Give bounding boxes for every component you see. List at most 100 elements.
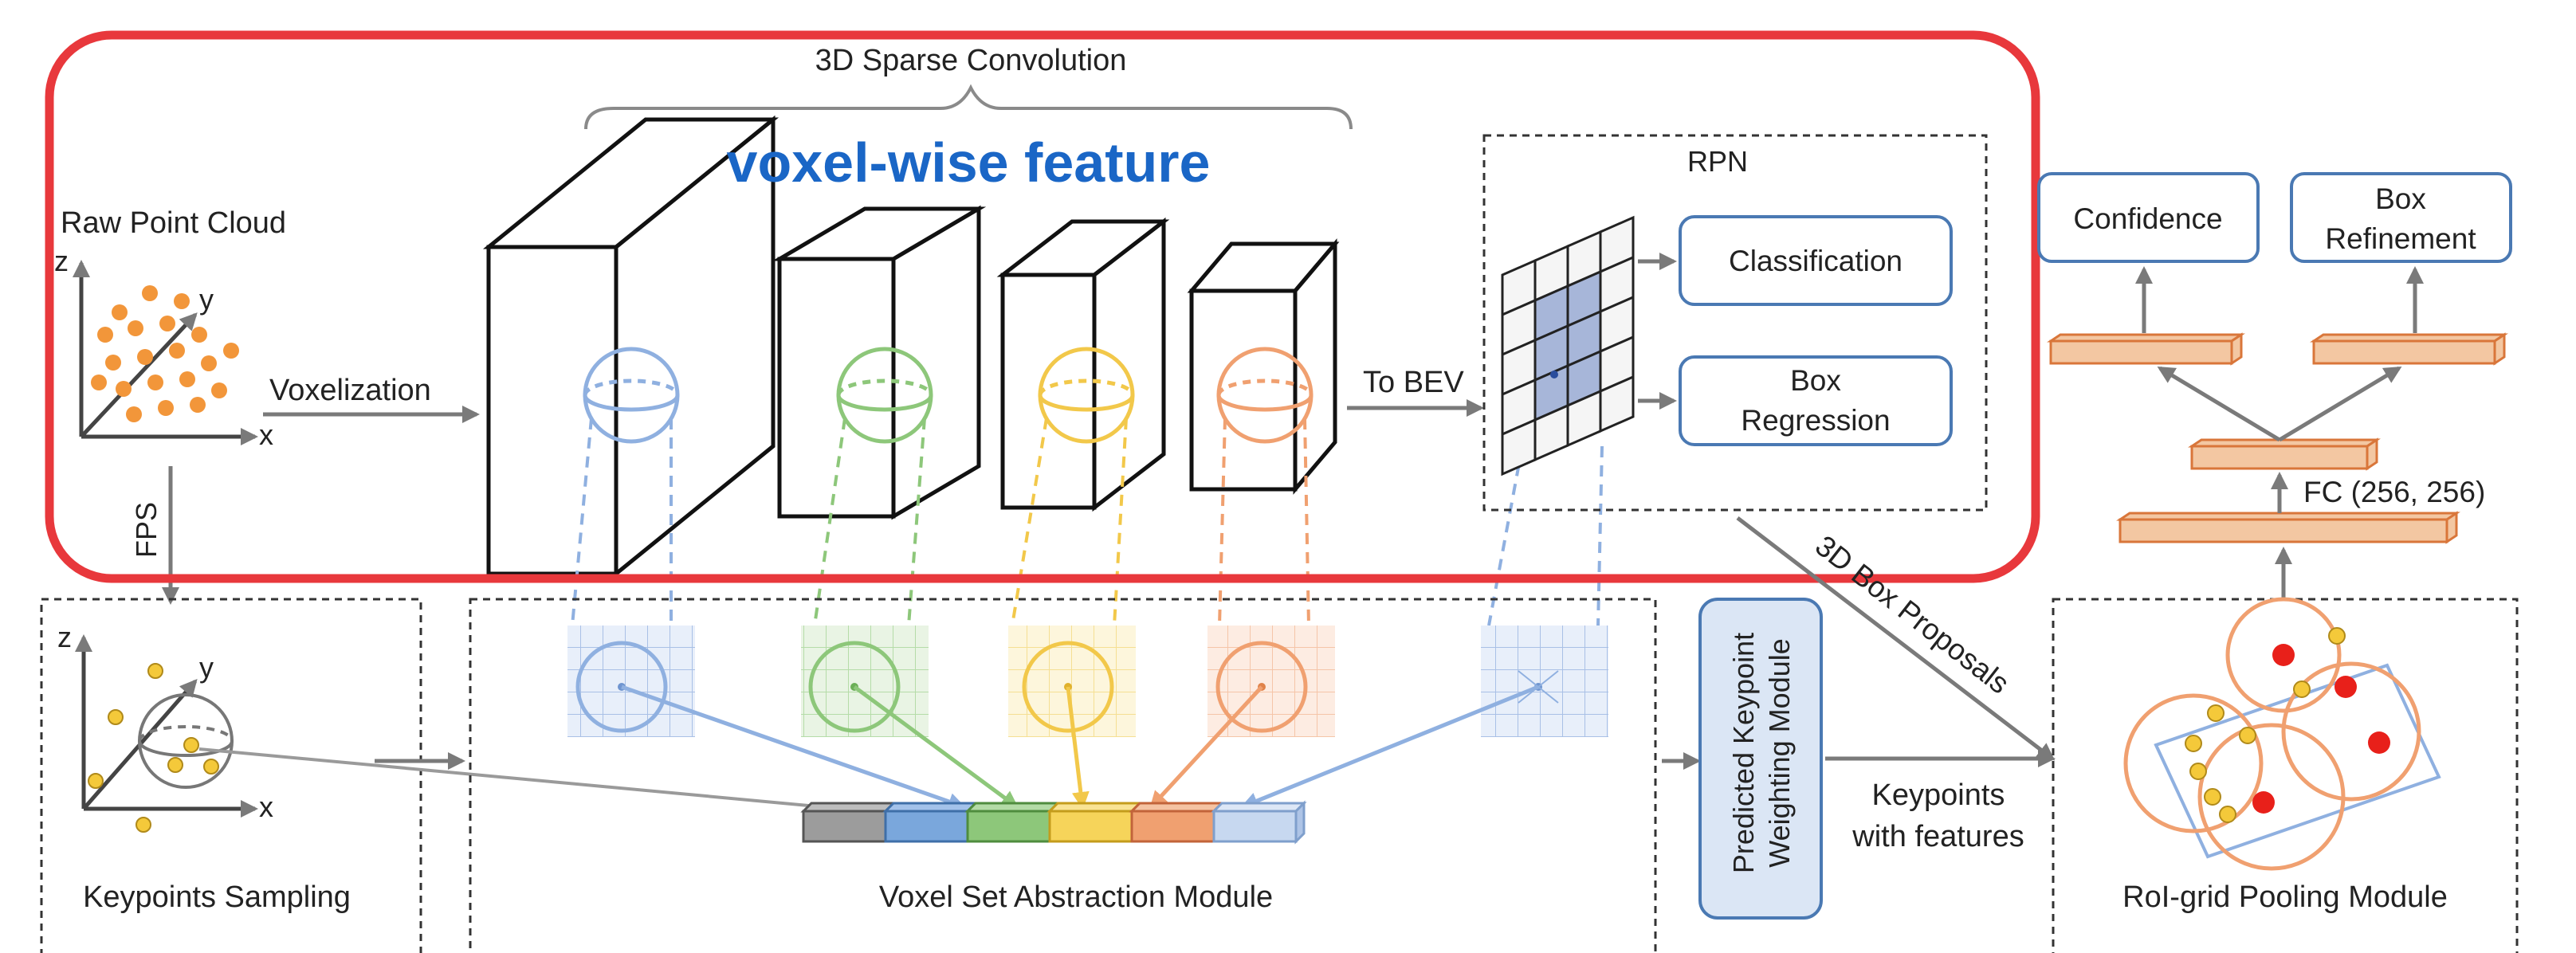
fc-layer-refinement [2310, 332, 2508, 366]
pkw-label-line2: Weighting Module [1763, 638, 1796, 868]
raw-point-cloud-axes [73, 260, 258, 445]
raw-point [159, 316, 175, 331]
raw-point [201, 355, 217, 371]
vsa-feature-arrows [621, 684, 1539, 810]
feature-segment-green [964, 802, 1061, 843]
keypoint [147, 663, 163, 679]
proposals-arrow [1736, 516, 2056, 761]
voxel-sphere-orange [1216, 347, 1314, 444]
bev-cell [1599, 375, 1635, 433]
raw-point [190, 397, 206, 413]
keypoint [183, 737, 199, 753]
fc-layer-shared-1 [2116, 511, 2460, 544]
classification-label: Classification [1729, 245, 1903, 277]
raw-point [191, 327, 207, 343]
raw-point [223, 343, 239, 359]
keypoint [108, 709, 124, 725]
box-regression-label-line1: Box [1790, 364, 1841, 397]
raw-axis-x: x [259, 418, 273, 451]
bev-center-point [1550, 371, 1558, 378]
confidence-box [2037, 172, 2260, 263]
keypoints-sphere [138, 693, 234, 789]
raw-point [126, 406, 142, 422]
keypoint [167, 757, 183, 773]
voxel-sphere-yellow [1038, 347, 1135, 444]
keypoints-points [88, 663, 219, 833]
head-arrows [2135, 266, 2424, 599]
keypoints-sampling-box [40, 598, 422, 953]
raw-point [128, 320, 143, 336]
voxelization-label: Voxelization [269, 374, 431, 407]
keypoints-axis-z: z [57, 621, 72, 653]
sparse-conv-block-1 [482, 115, 779, 578]
confidence-label: Confidence [2073, 202, 2222, 235]
raw-point-cloud-label: Raw Point Cloud [61, 206, 286, 240]
roi-grid-visual [2123, 597, 2441, 871]
raw-point [97, 327, 113, 343]
feature-segment-gray [800, 802, 897, 843]
raw-point [116, 381, 132, 397]
pkw-module-box [1698, 598, 1823, 920]
highlight-label: voxel-wise feature [727, 131, 1211, 194]
voxel-sphere-blue [583, 347, 680, 444]
fc-label: FC (256, 256) [2303, 476, 2485, 508]
rpn-label: RPN [1687, 145, 1748, 178]
roi-module-label: RoI-grid Pooling Module [2122, 880, 2448, 914]
rpn-box [1482, 134, 1988, 512]
fc-layer-shared-2 [2188, 437, 2381, 471]
raw-axis-y: y [199, 283, 214, 316]
classification-box [1679, 215, 1953, 306]
feature-segment-blue [882, 802, 979, 843]
sparse-conv-title: 3D Sparse Convolution [815, 44, 1127, 77]
sparse-conv-block-3 [996, 217, 1170, 512]
box-refinement-line2: Refinement [2325, 222, 2476, 255]
feature-segment-lightblue [1211, 800, 1307, 845]
raw-point [169, 343, 185, 359]
box-refinement-box [2290, 172, 2512, 263]
keypoints-axis-y: y [199, 651, 214, 684]
box-refinement-line1: Box [2375, 182, 2426, 215]
raw-axis-z: z [54, 245, 69, 277]
raw-point [137, 349, 153, 365]
fc-layers [2047, 332, 2508, 544]
voxel-sphere-green [836, 347, 933, 444]
keypoint-feature-vector [800, 800, 1307, 845]
fc-layer-confidence [2047, 332, 2245, 366]
keypoints-features-line1: Keypoints [1872, 778, 2005, 812]
pkw-label-line1: Predicted Keypoint [1727, 633, 1760, 873]
raw-point [142, 285, 158, 301]
raw-point [112, 304, 128, 320]
keypoints-sampling-label: Keypoints Sampling [83, 880, 351, 914]
box-regression-box [1679, 355, 1953, 446]
sparse-conv-brace [584, 84, 1353, 130]
feature-segment-yellow [1046, 802, 1143, 843]
box-regression-label-line2: Regression [1741, 404, 1890, 437]
bev-feature-map [1501, 215, 1635, 476]
raw-point [174, 293, 190, 309]
sparse-conv-block-4 [1187, 238, 1340, 495]
vsa-grid-blue [567, 626, 695, 737]
vsa-grid-green [801, 626, 929, 737]
raw-point [179, 371, 195, 387]
feature-segment-orange [1129, 802, 1225, 843]
raw-point-cloud-points [91, 285, 239, 422]
raw-point [105, 355, 121, 371]
vsa-grid-bev [1481, 626, 1608, 737]
sparse-conv-block-2 [772, 205, 987, 520]
keypoint [203, 759, 219, 775]
raw-point [91, 375, 107, 390]
keypoint [88, 773, 104, 789]
proposals-label: 3D Box Proposals [1809, 529, 2016, 700]
raw-point [211, 382, 227, 398]
keypoints-features-line2: with features [1852, 820, 2024, 853]
fps-label: FPS [130, 502, 163, 558]
projection-lines [571, 418, 1604, 626]
raw-point [147, 375, 163, 390]
vsa-module-box [469, 598, 1657, 953]
vsa-grid-orange [1208, 626, 1335, 737]
to-bev-label: To BEV [1363, 366, 1464, 399]
keypoint [135, 817, 151, 833]
highlight-region [45, 30, 2040, 583]
raw-point [158, 400, 174, 416]
